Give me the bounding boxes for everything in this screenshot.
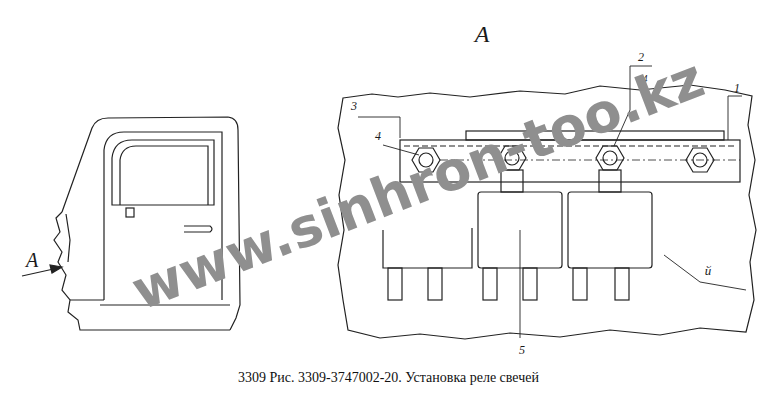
callout-number: 3 (351, 100, 357, 112)
callout-number: 1 (734, 82, 740, 94)
view-letter: А (26, 250, 38, 270)
callout-letter: й (705, 264, 712, 277)
watermark: www.sinhron-too.kz (125, 51, 711, 319)
callout-number: 2 (638, 51, 644, 63)
view-title: А (475, 22, 490, 46)
figure-caption: 3309 Рис. 3309-3747002-20. Установка рел… (0, 370, 777, 386)
callout-number: 5 (519, 344, 525, 356)
callout-number: 4 (375, 130, 381, 142)
